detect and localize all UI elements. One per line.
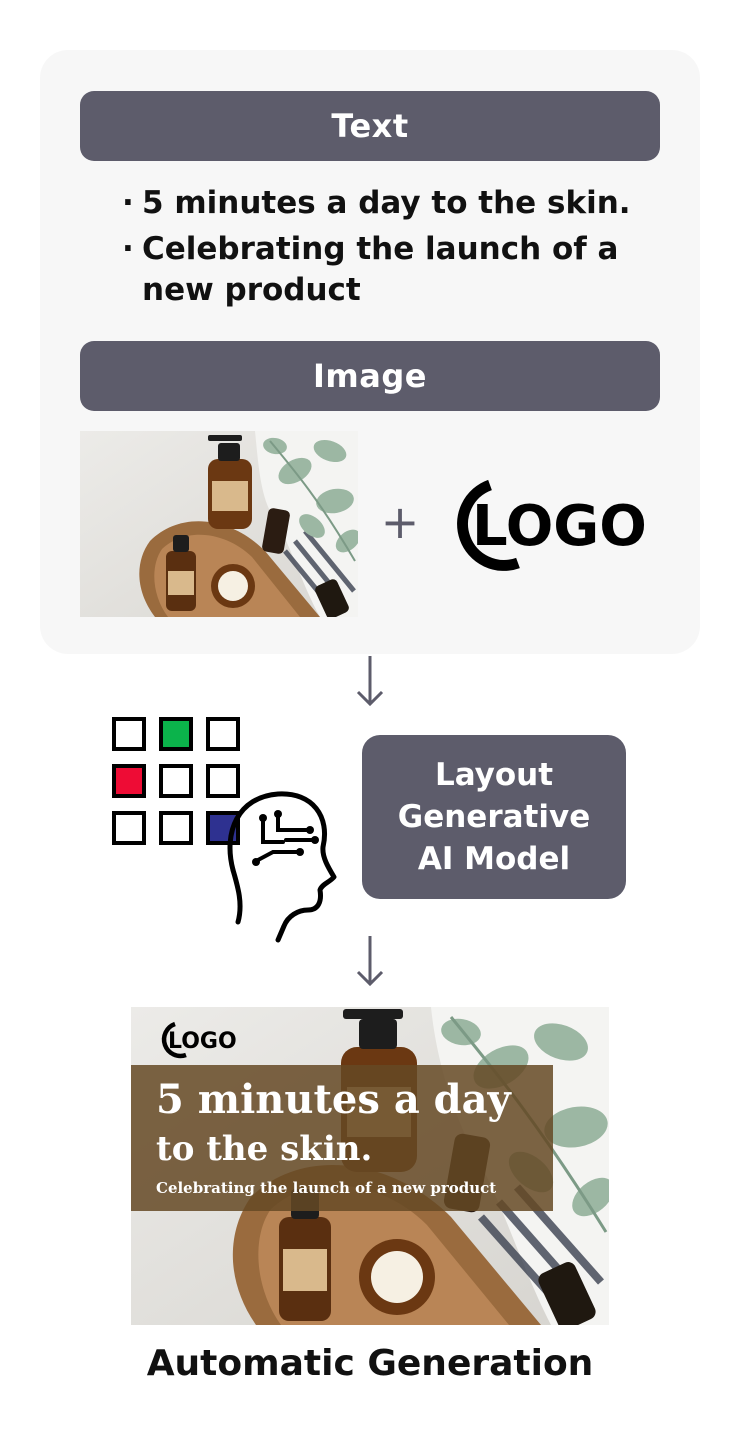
model-label-line: Layout: [434, 757, 554, 793]
grid-cell-empty: [112, 717, 146, 751]
headline-band: [131, 1065, 553, 1211]
generated-banner: LOGO 5 minutes a day to the skin. Celebr…: [131, 1007, 609, 1325]
down-arrow-icon: [356, 936, 384, 987]
product-photo: [80, 431, 358, 617]
logo-wordmark: LOGO: [472, 494, 647, 559]
ai-head-icon: [108, 712, 338, 944]
model-label-line: Generative: [397, 799, 591, 835]
grid-cell-empty: [206, 717, 240, 751]
bullet-text: 5 minutes a day to the skin.: [142, 185, 631, 221]
grid-cell-empty: [159, 811, 193, 845]
image-header: Image: [80, 341, 660, 411]
bullet-dot: ·: [122, 185, 134, 221]
banner-logo: LOGO: [155, 1020, 245, 1060]
grid-cell-empty: [206, 764, 240, 798]
text-bullet-list: · 5 minutes a day to the skin. · Celebra…: [120, 183, 680, 316]
bullet-item: · 5 minutes a day to the skin.: [120, 183, 680, 224]
banner-subline: Celebrating the launch of a new product: [156, 1179, 497, 1197]
automatic-generation-caption: Automatic Generation: [146, 1343, 594, 1384]
banner-headline-2: to the skin.: [156, 1129, 373, 1169]
plus-icon: +: [380, 495, 420, 549]
grid-cell-empty: [112, 811, 146, 845]
grid-cell-red: [112, 764, 146, 798]
grid-cell-green: [159, 717, 193, 751]
banner-headline: 5 minutes a day: [156, 1076, 511, 1123]
bullet-dot: ·: [122, 231, 134, 267]
grid-cell-empty: [159, 764, 193, 798]
bullet-item: · Celebrating the launch of a new produc…: [120, 229, 680, 311]
down-arrow-icon: [356, 656, 384, 707]
model-label-line: AI Model: [417, 841, 571, 877]
text-header: Text: [80, 91, 660, 161]
banner-logo-wordmark: LOGO: [168, 1029, 237, 1054]
bullet-text: Celebrating the launch of a new product: [142, 231, 619, 308]
logo-mark: LOGO: [440, 475, 665, 575]
layout-generative-ai-model-box: Layout Generative AI Model: [362, 735, 626, 899]
